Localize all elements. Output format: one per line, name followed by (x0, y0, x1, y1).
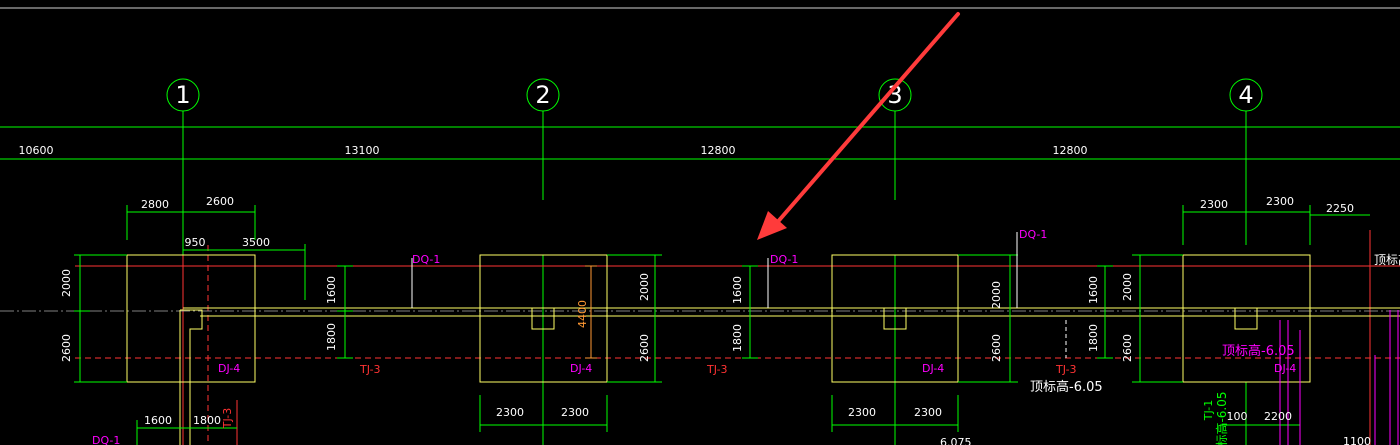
dim-f2-bottom-left: 2300 (496, 406, 524, 419)
column-stub-1 (179, 309, 203, 445)
dim-f1-left-lower: 2600 (60, 334, 73, 362)
dim-tj-a-lower: 1800 (325, 323, 338, 351)
axis-label-1: 1 (175, 81, 190, 109)
label-elev-right: 顶标高 (1374, 252, 1400, 267)
dim-f1-sub-left: 950 (185, 236, 206, 249)
dim-f1-bottom-right: 1800 (193, 414, 221, 427)
annotation-arrow (757, 12, 960, 240)
axis-grid (0, 78, 1400, 445)
dim-tj-b-lower: 1800 (731, 324, 744, 352)
label-dj4-4: DJ-4 (1274, 362, 1296, 375)
dim-f2-right-lower: 2600 (638, 334, 651, 362)
label-dj4-2: DJ-4 (570, 362, 592, 375)
column-stub-3 (883, 308, 907, 330)
footing-dj4-4[interactable] (1182, 254, 1311, 383)
column-stub-4 (1234, 308, 1258, 330)
dim-f1-left-upper: 2000 (60, 269, 73, 297)
wall-lines (183, 307, 1400, 317)
column-stub-2 (531, 308, 555, 330)
top-dim-10600: 10600 (19, 144, 54, 157)
dim-f1-top-left: 2800 (141, 198, 169, 211)
dim-f2-bottom-right: 2300 (561, 406, 589, 419)
dim-f3-bottom-right: 2300 (914, 406, 942, 419)
label-elev-2: 顶标高-6.05 (1222, 343, 1295, 359)
dim-f1-bottom-left: 1600 (144, 414, 172, 427)
dim-f1-top-right: 2600 (206, 195, 234, 208)
label-dq1-c: DQ-1 (1019, 228, 1047, 241)
dim-tj-b-upper: 1600 (731, 276, 744, 304)
dim-f4-top-left: 2300 (1200, 198, 1228, 211)
dim-f3-right-lower: 2600 (1121, 334, 1134, 362)
dq-leaders (411, 232, 1067, 358)
dim-f3-bottom-left: 2300 (848, 406, 876, 419)
label-bottom-partial: 6.075 (940, 436, 972, 445)
dim-lines (74, 205, 1370, 445)
label-dq1-b: DQ-1 (770, 253, 798, 266)
top-dim-12800-a: 12800 (701, 144, 736, 157)
dim-tj-a-upper: 1600 (325, 276, 338, 304)
label-dj4-1: DJ-4 (218, 362, 240, 375)
dim-tj-c-upper: 1600 (1087, 276, 1100, 304)
label-tj1-vertical: TJ-1 (1202, 400, 1215, 422)
dim-f2-inner: 4400 (576, 300, 589, 328)
label-dq1-a: DQ-1 (412, 253, 440, 266)
top-dim-12800-b: 12800 (1053, 144, 1088, 157)
label-tj3-1: TJ-3 (359, 363, 381, 376)
axis-label-4: 4 (1238, 81, 1253, 109)
dim-f4-top-right: 2300 (1266, 195, 1294, 208)
beam-lines (75, 230, 1400, 445)
dim-f4-bottom-right: 2200 (1264, 410, 1292, 423)
dim-bottom-far-right: 1100 (1343, 435, 1371, 445)
label-elev-1: 顶标高-6.05 (1030, 379, 1103, 395)
label-dj4-3: DJ-4 (922, 362, 944, 375)
arrow-head-icon (757, 211, 787, 240)
dim-f1-sub-right: 3500 (242, 236, 270, 249)
dim-tj-c-lower: 1800 (1087, 324, 1100, 352)
dim-f2-right-upper: 2000 (638, 273, 651, 301)
axis-label-2: 2 (535, 81, 550, 109)
right-magenta-structure (1279, 310, 1399, 445)
footings (126, 254, 1311, 445)
dim-f3-right-upper: 2000 (1121, 273, 1134, 301)
label-tj3-3: TJ-3 (1055, 363, 1077, 376)
label-elev-vertical: 顶标高-6.05 (1214, 391, 1229, 445)
dim-f4-top-extra: 2250 (1326, 202, 1354, 215)
dim-f4-bottom-small: 100 (1227, 410, 1248, 423)
footing-dj4-1[interactable] (126, 254, 256, 383)
dim-f3-left-upper: 2000 (990, 281, 1003, 309)
label-tj3-vertical: TJ-3 (221, 408, 234, 430)
label-dq1-d: DQ-1 (92, 434, 120, 445)
label-tj3-2: TJ-3 (706, 363, 728, 376)
footing-dj4-2[interactable] (479, 254, 608, 383)
footing-dj4-3[interactable] (831, 254, 959, 383)
top-dim-13100: 13100 (345, 144, 380, 157)
dim-f3-left-lower: 2600 (990, 334, 1003, 362)
